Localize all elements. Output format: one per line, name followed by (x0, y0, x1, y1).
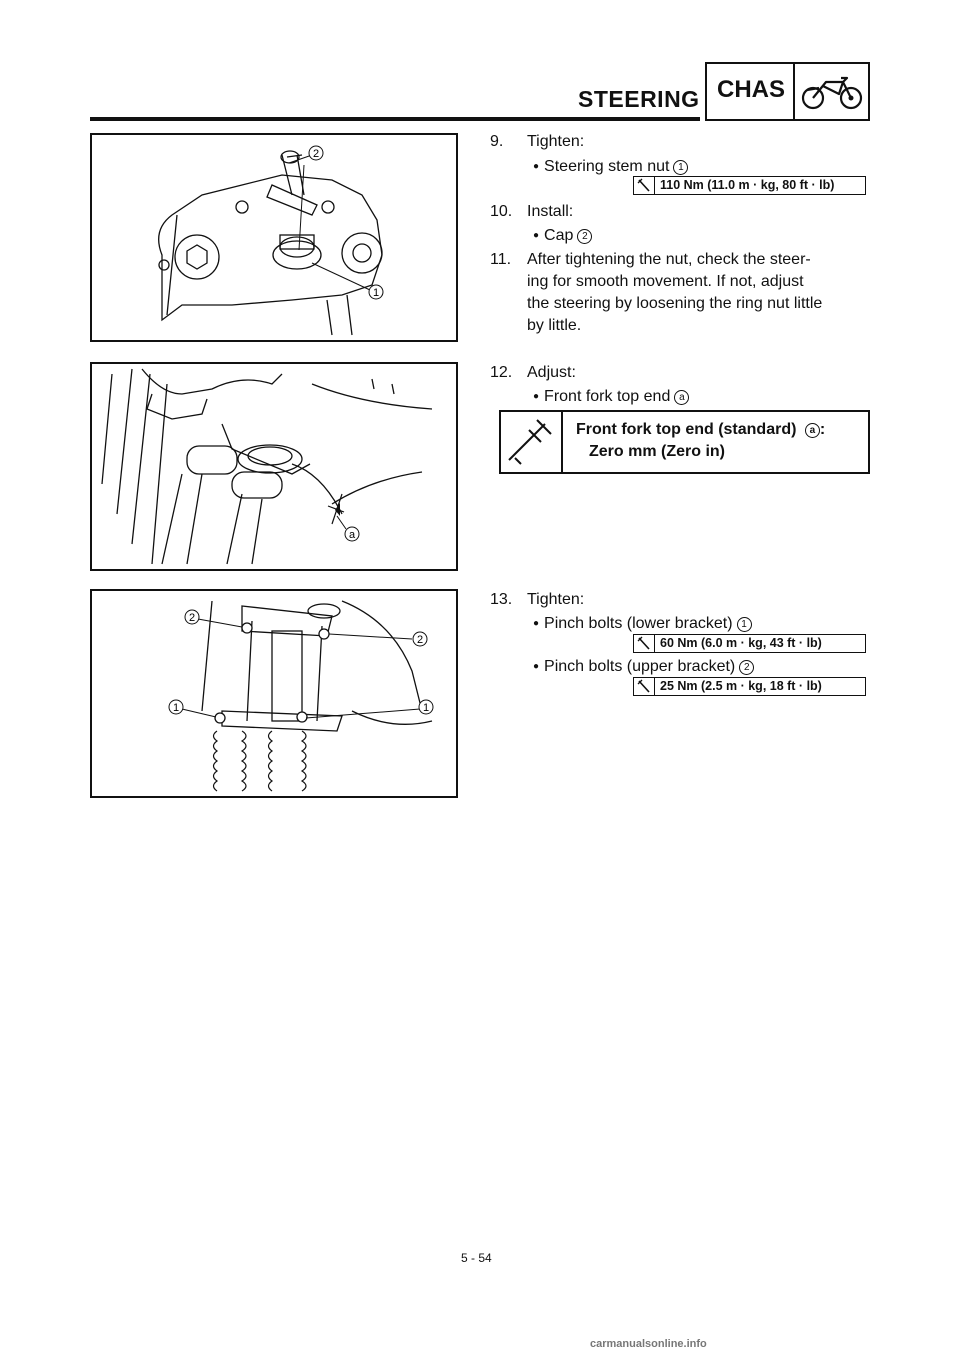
header-rule (90, 117, 700, 121)
torque-wrench-icon (634, 635, 655, 652)
spec-box: Front fork top end (standard) a: Zero mm… (499, 410, 870, 474)
item-text: Steering stem nut (544, 158, 670, 175)
step-action: Tighten: (527, 591, 585, 608)
pinch-bolts-illustration: 2 2 1 1 (168, 600, 434, 792)
spec-value: Zero mm (Zero in) (589, 443, 726, 460)
callout-label: 2 (417, 634, 423, 646)
callout-label: 1 (373, 287, 379, 299)
section-title: STEERING (578, 86, 700, 112)
page-number: 5 - 54 (461, 1251, 492, 1265)
callout-1-left: 1 (168, 699, 184, 715)
step-number: 12. (490, 364, 513, 381)
callout-a: a (344, 526, 360, 542)
motorcycle-icon (801, 76, 863, 110)
callout-label: 2 (189, 612, 195, 624)
torque-value: 60 Nm (6.0 m · kg, 43 ft · lb) (660, 636, 822, 650)
section-label: CHAS (717, 76, 786, 103)
steering-stem-illustration: 2 1 (158, 145, 384, 336)
paragraph-line: by little. (527, 317, 582, 334)
step-number: 11. (490, 251, 512, 268)
step-action: Install: (527, 203, 574, 220)
torque-wrench-icon (634, 678, 655, 695)
item-ref: a (674, 390, 690, 405)
callout-label: a (349, 529, 356, 541)
item-text: Pinch bolts (lower bracket) (544, 615, 733, 632)
figure-front-fork-top: a (90, 362, 458, 571)
paragraph-line: After tightening the nut, check the stee… (527, 251, 811, 268)
item-ref: 1 (736, 617, 752, 632)
item-text: Cap (544, 227, 574, 244)
step-paragraph: After tightening the nut, check the stee… (527, 249, 867, 337)
spec-colon: : (819, 421, 826, 438)
paragraph-line: the steering by loosening the ring nut l… (527, 295, 823, 312)
spec-ref: a (804, 423, 820, 438)
callout-2-right: 2 (412, 631, 428, 647)
callout-label: 2 (313, 148, 319, 160)
spec-label: Front fork top end (standard) a: (576, 421, 825, 439)
item-text: Pinch bolts (upper bracket) (544, 658, 736, 675)
spec-label-text: Front fork top end (standard) (576, 421, 797, 438)
step-action: Adjust: (527, 364, 576, 381)
paragraph-line: ing for smooth movement. If not, adjust (527, 273, 804, 290)
callout-label: 1 (423, 702, 429, 714)
torque-value: 110 Nm (11.0 m · kg, 80 ft · lb) (660, 178, 835, 192)
figure-pinch-bolts: 2 2 1 1 (90, 589, 458, 798)
step-number: 9. (490, 133, 504, 150)
item-text: Front fork top end (544, 388, 671, 405)
list-item: Pinch bolts (lower bracket)1 (533, 613, 752, 637)
step-number: 10. (490, 203, 513, 220)
footer-watermark: carmanualsonline.info (590, 1338, 707, 1350)
item-ref: 2 (739, 660, 755, 675)
badge-divider (793, 64, 795, 119)
torque-wrench-icon (634, 177, 655, 194)
section-badge: CHAS (705, 62, 870, 121)
step-action: Tighten: (527, 133, 585, 150)
item-ref: 2 (577, 229, 593, 244)
torque-spec: 60 Nm (6.0 m · kg, 43 ft · lb) (633, 634, 866, 653)
torque-value: 25 Nm (2.5 m · kg, 18 ft · lb) (660, 679, 822, 693)
callout-1-right: 1 (418, 699, 434, 715)
torque-spec: 25 Nm (2.5 m · kg, 18 ft · lb) (633, 677, 866, 696)
caliper-icon (501, 412, 563, 472)
figure-steering-stem-nut: 2 1 (90, 133, 458, 342)
torque-spec: 110 Nm (11.0 m · kg, 80 ft · lb) (633, 176, 866, 195)
callout-2: 2 (308, 145, 324, 161)
callout-1: 1 (368, 284, 384, 300)
list-item: Pinch bolts (upper bracket)2 (533, 656, 755, 680)
step-number: 13. (490, 591, 513, 608)
callout-label: 1 (173, 702, 179, 714)
callout-2-left: 2 (184, 609, 200, 625)
item-ref: 1 (673, 160, 689, 175)
front-fork-illustration: a (101, 368, 433, 565)
